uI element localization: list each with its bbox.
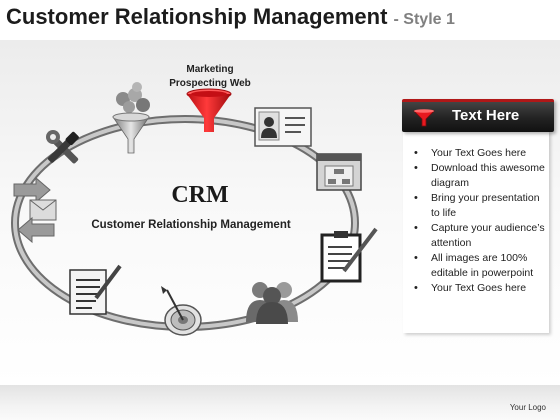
red-funnel-icon <box>413 109 435 127</box>
web-window-icon <box>316 153 362 191</box>
crm-subtitle: Customer Relationship Management <box>91 219 291 231</box>
bullet-item: Download this awesome diagram <box>410 161 548 191</box>
bullet-item: Your Text Goes here <box>410 146 548 161</box>
funnel-label: Marketing Prospecting Web <box>158 63 262 91</box>
document-pen-icon <box>69 264 122 315</box>
bullet-item: Bring your presentation to life <box>410 191 548 221</box>
bullet-item: All images are 100% editable in powerpoi… <box>410 251 548 281</box>
page-title: Customer Relationship Management - Style… <box>6 4 455 30</box>
funnel-label-line2: Prospecting Web <box>169 78 251 89</box>
panel-header-text: Text Here <box>452 107 520 124</box>
clipboard-pencil-icon <box>320 227 378 283</box>
people-group-icon <box>246 282 298 324</box>
title-style-tag: - Style 1 <box>393 11 455 28</box>
red-funnel-icon <box>186 88 232 132</box>
bullet-list: Your Text Goes here Download this awesom… <box>410 146 548 296</box>
bullet-item: Your Text Goes here <box>410 281 548 296</box>
funnel-label-line1: Marketing <box>186 64 234 75</box>
title-main: Customer Relationship Management <box>6 4 388 29</box>
contact-card-icon <box>254 107 312 147</box>
logo-text: Your Logo <box>509 403 546 412</box>
crm-title: CRM <box>171 182 229 208</box>
footer-bar: Your Logo <box>0 385 560 420</box>
email-exchange-icon <box>13 176 57 244</box>
panel-header: Text Here <box>402 99 554 132</box>
tools-icon <box>46 130 79 164</box>
target-dart-icon <box>161 286 202 336</box>
money-funnel-icon <box>112 82 150 154</box>
bullet-item: Capture your audience’s attention <box>410 221 548 251</box>
